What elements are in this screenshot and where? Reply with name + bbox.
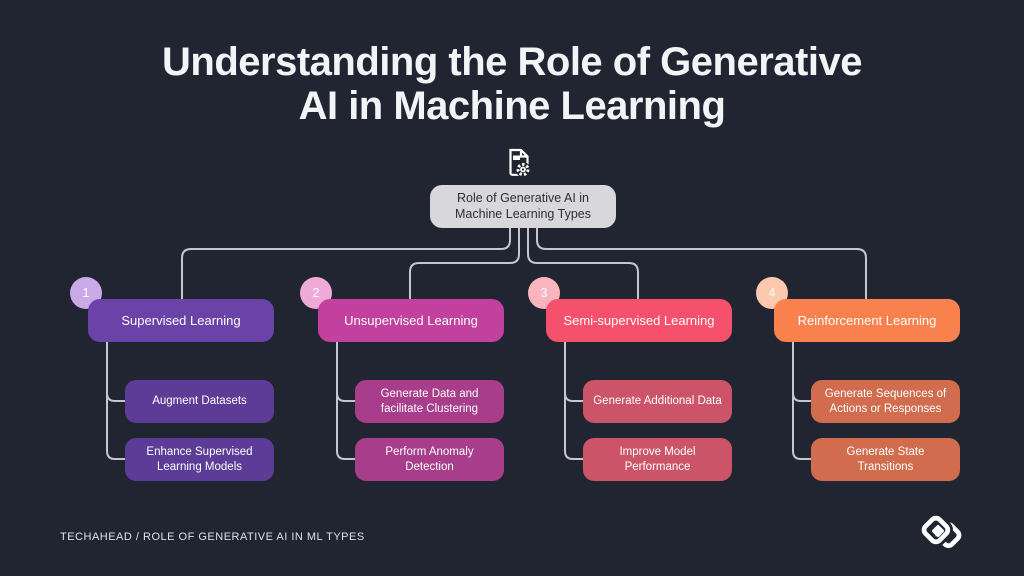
child-node-augment-datasets: Augment Datasets bbox=[125, 380, 274, 423]
child-node-generate-additional-data: Generate Additional Data bbox=[583, 380, 732, 423]
footer-credit: TECHAHEAD / ROLE OF GENERATIVE AI IN ML … bbox=[60, 531, 365, 543]
child-node-improve-model-performance: Improve Model Performance bbox=[583, 438, 732, 481]
branch-node-unsupervised-learning: Unsupervised Learning bbox=[318, 299, 504, 342]
branch-node-supervised-learning: Supervised Learning bbox=[88, 299, 274, 342]
document-gear-icon bbox=[507, 148, 531, 177]
techahead-logo-icon bbox=[910, 507, 966, 555]
child-node-generate-data-clustering: Generate Data and facilitate Clustering bbox=[355, 380, 504, 423]
page-title: Understanding the Role of Generative AI … bbox=[162, 40, 862, 128]
child-node-generate-sequences: Generate Sequences of Actions or Respons… bbox=[811, 380, 960, 423]
branch-node-reinforcement-learning: Reinforcement Learning bbox=[774, 299, 960, 342]
child-node-generate-state-transitions: Generate State Transitions bbox=[811, 438, 960, 481]
branch-node-semi-supervised-learning: Semi-supervised Learning bbox=[546, 299, 732, 342]
root-node: Role of Generative AI in Machine Learnin… bbox=[430, 185, 616, 228]
child-node-enhance-supervised-models: Enhance Supervised Learning Models bbox=[125, 438, 274, 481]
child-node-anomaly-detection: Perform Anomaly Detection bbox=[355, 438, 504, 481]
